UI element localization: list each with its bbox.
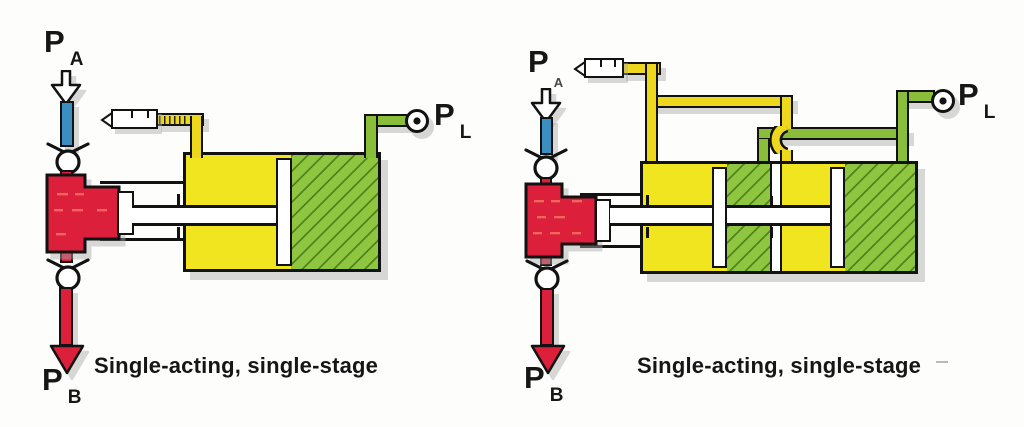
hydraulic-chamber-2 (845, 164, 915, 271)
stray-mark (936, 361, 948, 363)
outlet-pressure-sub: B (549, 385, 564, 406)
air-supply-pipe (540, 117, 553, 155)
flow-out-arrow-icon (530, 344, 566, 375)
inlet-pressure-main: P (44, 24, 65, 59)
air-supply-pipe (60, 101, 74, 147)
outlet-pressure-label: PB (42, 362, 81, 407)
piston-stage-2 (830, 167, 845, 268)
load-pressure-label: PL (434, 97, 471, 142)
seal-mark (770, 196, 773, 207)
oil-pipe (757, 139, 770, 168)
seal-mark (646, 195, 649, 206)
muffler-slot (131, 111, 133, 118)
air-pipe (645, 64, 658, 166)
load-pressure-label: PL (958, 77, 995, 122)
piston-rod (132, 205, 280, 226)
air-pipe (190, 116, 203, 158)
load-pressure-sub: L (459, 122, 472, 143)
seal-mark (177, 194, 180, 205)
pipe-joint (898, 129, 907, 138)
air-inlet-arrow-icon (530, 88, 562, 124)
air-inlet-arrow-icon (50, 70, 82, 106)
muffler-icon (584, 58, 624, 78)
ribbed-fitting (159, 116, 187, 124)
pipe-joint (647, 97, 656, 106)
hydraulic-chamber (291, 155, 378, 269)
seal-mark (177, 227, 180, 238)
check-valve-icon (46, 258, 90, 291)
check-valve-icon (525, 259, 569, 292)
outlet-pressure-sub: B (67, 387, 82, 408)
inlet-pressure-label: PA (528, 44, 563, 89)
housing-line (580, 245, 644, 248)
diagram-caption: Single-acting, single-stage (637, 353, 922, 378)
housing-line (100, 238, 188, 241)
outlet-pressure-main: P (524, 360, 545, 395)
inlet-pressure-sub: A (69, 49, 84, 70)
pump-body (45, 173, 121, 254)
piston-stage-1 (712, 167, 727, 268)
flow-out-arrow-icon (49, 344, 85, 375)
load-port-icon (405, 109, 429, 133)
outlet-pressure-label: PB (524, 360, 563, 405)
inlet-pressure-label: PA (44, 24, 83, 69)
outlet-pipe (540, 288, 554, 346)
outlet-pipe (59, 287, 73, 346)
muffler-icon (111, 109, 158, 129)
load-pressure-sub: L (983, 102, 996, 123)
muffler-slot (614, 60, 616, 67)
piston (276, 158, 292, 266)
housing-line (580, 193, 644, 196)
air-pipe (780, 97, 793, 129)
muffler-slot (147, 111, 149, 118)
diagram-caption: Single-acting, single-stage (94, 353, 379, 378)
inlet-pressure-main: P (528, 44, 549, 79)
valve-stem (540, 177, 552, 185)
housing-line (100, 181, 188, 184)
seal-mark (770, 227, 773, 238)
inlet-pressure-sub: A (553, 75, 564, 90)
piston-coupler (595, 199, 611, 242)
pump-body (524, 182, 598, 259)
load-port-icon (931, 89, 955, 113)
seal-mark (646, 227, 649, 238)
load-pressure-main: P (434, 97, 455, 132)
load-pressure-main: P (958, 77, 979, 112)
muffler-slot (600, 60, 602, 67)
air-pipe (645, 95, 793, 108)
cylinder-two-stage (640, 161, 918, 274)
outlet-pressure-main: P (42, 362, 63, 397)
oil-pipe (364, 116, 378, 158)
